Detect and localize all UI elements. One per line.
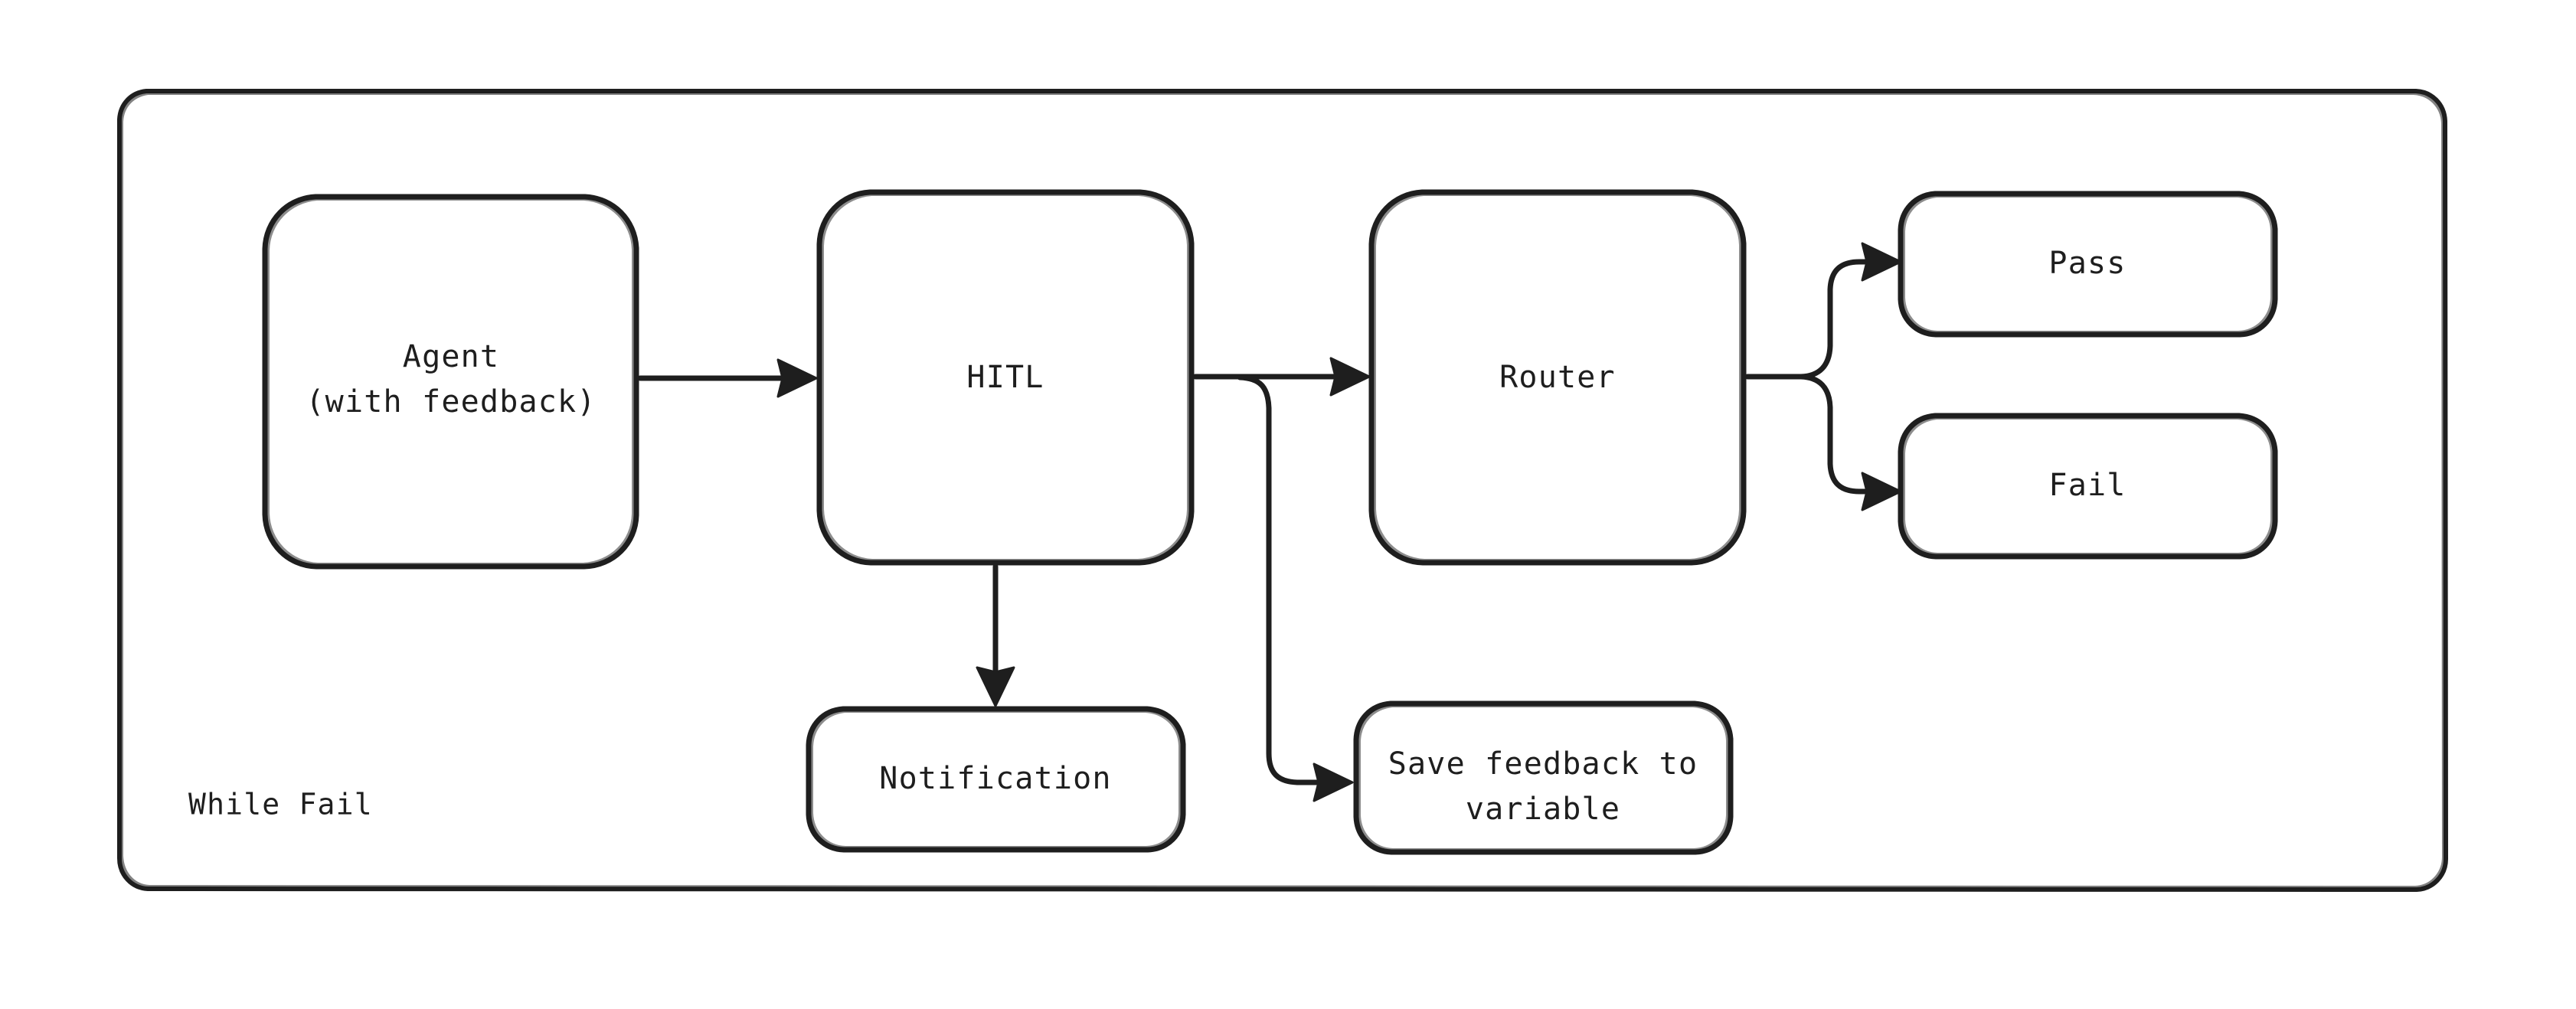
node-fail-label: Fail [2048, 468, 2126, 503]
edge-agent-to-hitl-arrowhead [776, 358, 818, 398]
frame-border-sketch-overlay [120, 92, 2445, 889]
node-save-feedback-label-line1: Save feedback to [1388, 746, 1698, 782]
node-agent-label-line2: (with feedback) [306, 384, 596, 420]
node-notification[interactable]: Notification [806, 706, 1186, 853]
node-save-feedback-label-line2: variable [1466, 792, 1620, 827]
frame-while-fail[interactable]: While Fail [117, 89, 2448, 892]
node-hitl[interactable]: HITL [816, 189, 1195, 566]
node-router[interactable]: Router [1368, 189, 1747, 566]
edge-hitl-to-notification-arrowhead [976, 666, 1015, 707]
edge-agent-to-hitl [637, 358, 818, 398]
node-hitl-label: HITL [966, 360, 1044, 395]
node-agent-label-line1: Agent [403, 339, 499, 374]
node-hitl-shape-sketch-overlay [821, 193, 1190, 562]
frame-border [117, 89, 2448, 892]
node-agent-shape-sketch-overlay [266, 198, 635, 566]
node-pass-label: Pass [2048, 246, 2126, 281]
node-fail-shape-sketch-overlay [1902, 416, 2274, 556]
edge-hitl-to-router [1192, 357, 1371, 397]
edge-router-to-pass [1798, 242, 1902, 380]
node-fail[interactable]: Fail [1898, 413, 2278, 560]
edge-router-to-pass-line [1798, 259, 1875, 380]
node-save-feedback[interactable]: Save feedback to variable [1353, 700, 1734, 855]
edge-hitl-to-save-feedback [1237, 374, 1354, 802]
edge-hitl-to-notification [976, 563, 1015, 707]
frame-label: While Fail [188, 788, 373, 821]
edge-router-to-fail-line [1798, 374, 1875, 495]
node-router-shape-sketch-overlay [1373, 193, 1742, 562]
edge-router-to-fail [1798, 374, 1902, 511]
edge-hitl-to-save-feedback-arrowhead [1313, 762, 1354, 802]
edge-router-to-pass-arrowhead [1861, 242, 1902, 282]
node-save-feedback-shape-sketch-overlay [1358, 704, 1729, 851]
edge-router-to-fail-arrowhead [1861, 472, 1902, 511]
node-agent[interactable]: Agent (with feedback) [262, 194, 639, 570]
node-router-label: Router [1499, 360, 1616, 395]
node-notification-shape-sketch-overlay [810, 710, 1182, 849]
node-pass[interactable]: Pass [1898, 191, 2278, 338]
edge-hitl-to-save-feedback-line [1237, 374, 1326, 785]
edge-hitl-to-router-arrowhead [1329, 357, 1371, 397]
node-pass-shape-sketch-overlay [1902, 194, 2274, 334]
node-notification-label: Notification [879, 761, 1111, 796]
